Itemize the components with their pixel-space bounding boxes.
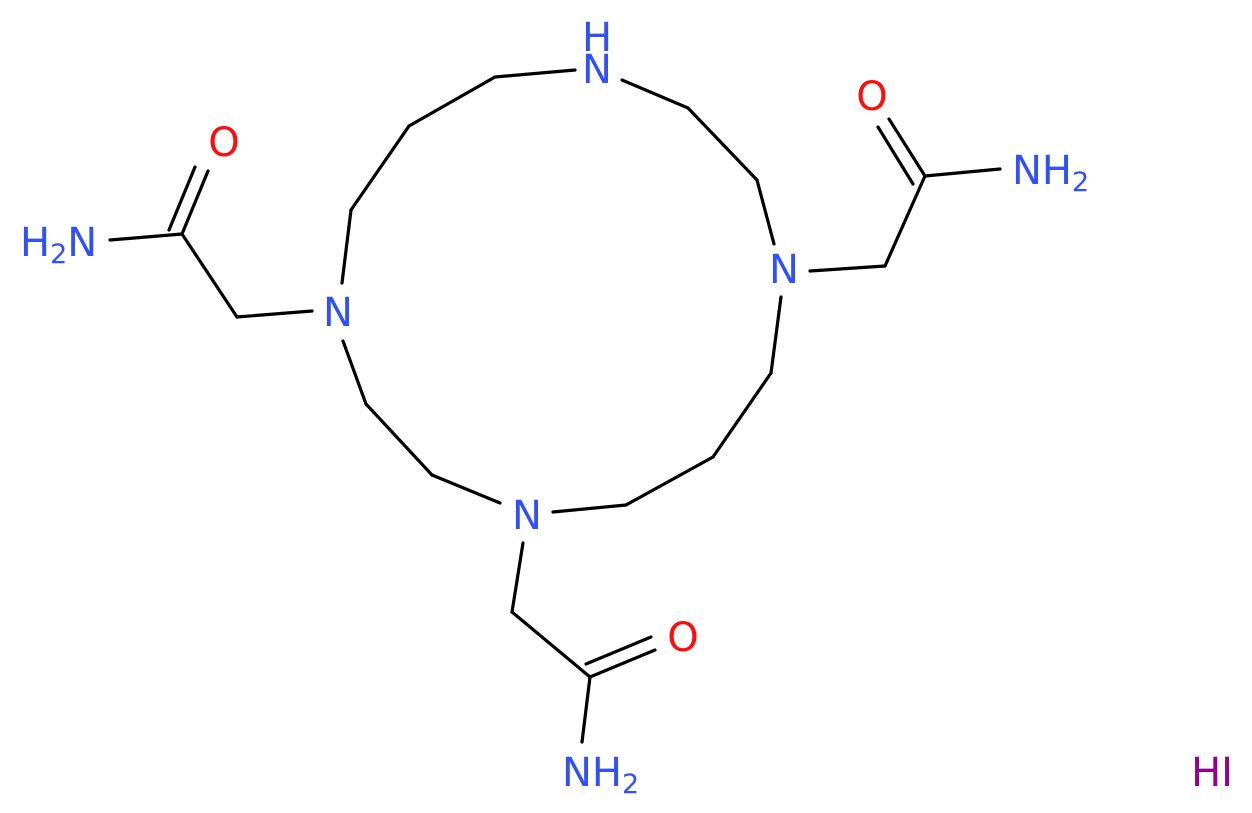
bond-c-nh2 [923, 167, 1002, 178]
bond-ring [430, 473, 502, 505]
bond-c-nh2 [580, 675, 592, 744]
bond-c-o-double [588, 648, 657, 679]
atom-o-bottom: O [667, 615, 698, 661]
bond-ring [686, 106, 759, 182]
bond-n-ch2 [235, 309, 314, 319]
atom-nh2-bottom: NH2 [562, 750, 639, 800]
bond-ring [624, 455, 715, 507]
bond-ring [364, 402, 434, 477]
atom-nh2-left: H2N [20, 220, 97, 270]
nh2-bottom-sub: 2 [622, 769, 639, 800]
atom-nh-top-h: H [582, 15, 612, 61]
bond-n-ch2 [510, 541, 525, 614]
bond-ring [341, 339, 368, 406]
bond-ring [407, 75, 497, 128]
bond-ring [551, 503, 628, 514]
atom-o-right: O [856, 74, 887, 120]
nh2-right-main: NH [1012, 148, 1072, 194]
bond-ring [340, 208, 353, 285]
bond-c-o-double [887, 117, 927, 178]
bond-c-o-double [584, 635, 653, 666]
bond-ring [620, 78, 690, 110]
bond-ring [349, 124, 411, 212]
atom-n-left: N [323, 290, 353, 336]
bond-ring [711, 371, 773, 459]
nh2-left-sub: 2 [50, 239, 67, 270]
nh2-right-sub: 2 [1072, 167, 1089, 198]
ring-bonds [340, 68, 783, 514]
atom-labels: H N N N N O O O H2N NH2 NH2 HI [20, 15, 1233, 800]
right-amide-arm [808, 117, 1002, 273]
bond-ch2-c [180, 232, 239, 319]
nh2-left-n: N [67, 220, 97, 266]
bond-c-o-double [167, 165, 197, 232]
bond-n-ch2 [808, 264, 887, 273]
nh2-bottom-main: NH [562, 750, 622, 796]
atom-n-top: N [582, 47, 612, 93]
atom-n-bottom: N [512, 493, 542, 539]
counterion-label: HI [1191, 750, 1233, 796]
nh2-left-h: H [20, 220, 50, 266]
bond-ring [769, 295, 783, 375]
left-amide-arm [108, 165, 314, 319]
bond-c-nh2 [108, 232, 184, 242]
atom-nh2-right: NH2 [1012, 148, 1089, 198]
bond-ring [755, 178, 776, 246]
atom-n-right: N [769, 247, 799, 293]
bottom-amide-arm [510, 541, 657, 744]
bond-ch2-c [883, 174, 927, 268]
atom-o-left: O [208, 120, 239, 166]
bond-c-o-double [876, 125, 915, 186]
bond-ring [493, 68, 577, 79]
bond-ch2-c [510, 610, 592, 679]
bond-c-o-double [180, 169, 210, 236]
